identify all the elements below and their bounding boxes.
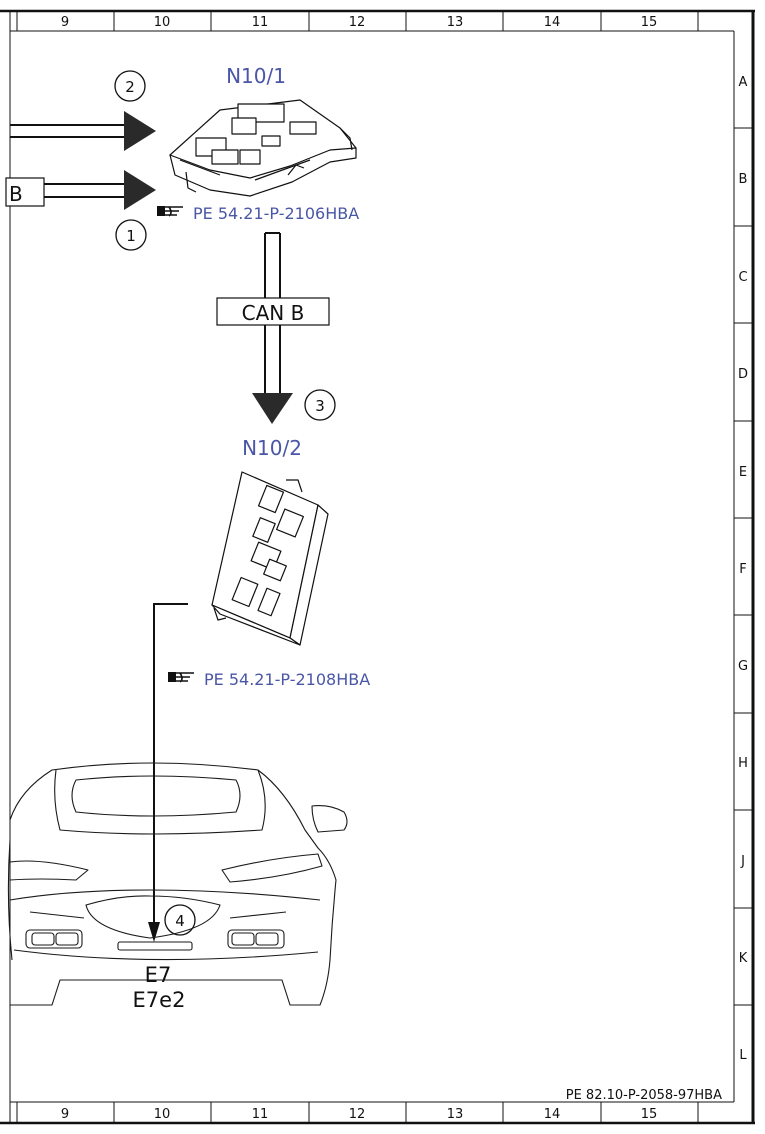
column-label: 11 [252,15,269,30]
n10-2-module-illustration [211,471,329,646]
column-label: 10 [154,15,171,30]
svg-text:1: 1 [126,227,136,245]
row-label: K [739,951,748,966]
document-id: PE 82.10-P-2058-97HBA [566,1088,722,1103]
svg-text:2: 2 [125,78,135,96]
row-label: G [738,659,748,674]
n10-1-reference: PE 54.21-P-2106HBA [157,204,359,223]
pointing-hand-icon [168,672,194,683]
column-label: 12 [349,15,366,30]
column-label: 14 [544,15,561,30]
e7-label: E7 [145,963,172,987]
diagram-frame [0,9,755,1125]
column-dividers [16,11,699,1123]
callout-1: 1 [115,219,147,251]
wire-n10-2-to-e7 [153,603,188,925]
wire-arrowhead [148,922,160,942]
n10-1-label: N10/1 [226,64,286,88]
row-dividers [734,127,753,1006]
can-b-connection [264,232,281,395]
column-label: 14 [544,1107,561,1122]
svg-text:3: 3 [315,397,325,415]
callout-3: 3 [304,389,336,421]
callout-4: 4 [164,904,196,936]
row-label: A [739,75,748,90]
column-label: 15 [641,1107,658,1122]
column-label: 12 [349,1107,366,1122]
row-label: L [739,1048,747,1063]
row-label: D [738,367,748,382]
column-label: 9 [61,15,69,30]
column-labels-bottom: 9 10 11 12 13 14 15 [61,1107,657,1122]
n10-2-label: N10/2 [242,436,302,460]
column-label: 13 [447,15,464,30]
n10-2-reference: PE 54.21-P-2108HBA [168,670,370,689]
column-label: 15 [641,15,658,30]
row-label: B [739,172,748,187]
can-b-label: CAN B [242,301,305,325]
row-label: C [738,270,747,285]
can-b-label-box [216,297,330,326]
column-labels-top: 9 10 11 12 13 14 15 [61,15,657,30]
car-rear-illustration [7,762,348,1006]
column-label: 10 [154,1107,171,1122]
row-label: J [740,854,745,869]
row-label: F [739,562,746,577]
signal-b-label: B [9,182,23,206]
pointing-hand-icon [157,206,183,217]
input-arrow-lower [5,170,156,210]
column-label: 13 [447,1107,464,1122]
row-label: E [739,465,747,480]
input-arrow-upper [10,111,156,151]
signal-b-box [5,177,45,207]
svg-text:PE 54.21-P-2108HBA: PE 54.21-P-2108HBA [204,670,370,689]
svg-text:PE 54.21-P-2106HBA: PE 54.21-P-2106HBA [193,204,359,223]
n10-1-module-illustration [169,99,357,197]
svg-text:4: 4 [175,912,185,930]
row-label: H [738,756,748,771]
row-labels: A B C D E F G H J K L [738,75,748,1063]
column-label: 11 [252,1107,269,1122]
callout-2: 2 [114,70,146,102]
can-b-arrowhead [252,393,293,424]
e7e2-label: E7e2 [133,988,186,1012]
column-label: 9 [61,1107,69,1122]
